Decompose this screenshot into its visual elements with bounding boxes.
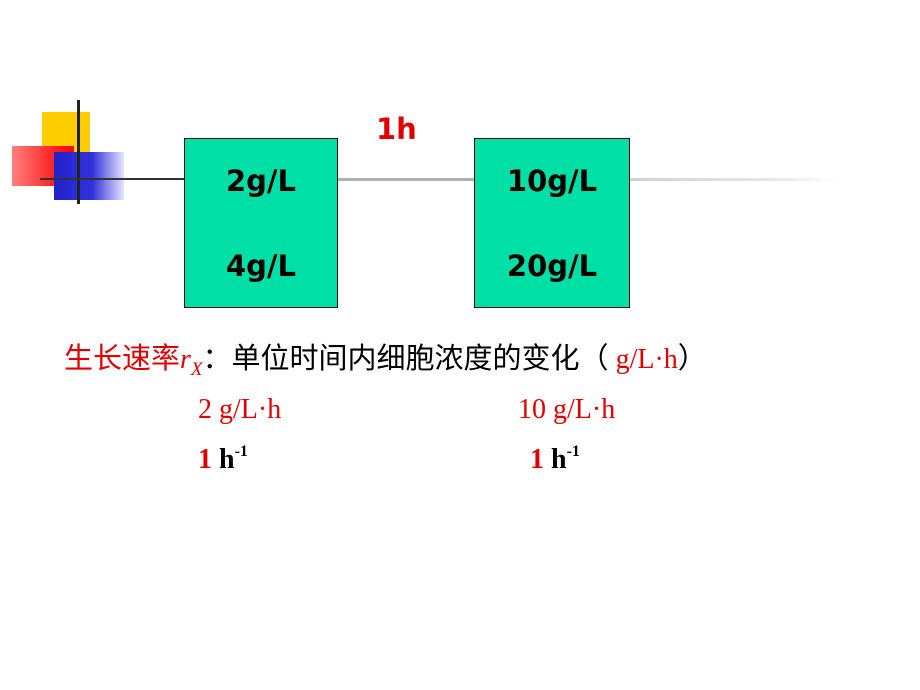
- definition-symbol: rX: [180, 344, 203, 380]
- decorative-fade-line: [628, 178, 838, 181]
- growth-rate-definition: 生长速率rX：单位时间内细胞浓度的变化（ g/L·h）: [64, 338, 707, 390]
- time-interval-label: 1h: [376, 112, 417, 146]
- specific-rate-left-unit: h: [219, 444, 235, 475]
- specific-rate-right-unit: h: [551, 444, 567, 475]
- specific-rate-left: 1 h-1: [198, 443, 248, 476]
- final-concentration-box: 10g/L 20g/L: [474, 138, 630, 308]
- growth-rate-right: 10 g/L·h: [518, 394, 616, 425]
- logo-horizontal-line: [40, 178, 186, 180]
- definition-unit: g/L·h: [608, 344, 678, 375]
- definition-close-paren: ）: [677, 341, 707, 375]
- definition-colon: ：: [202, 341, 232, 375]
- specific-rate-left-exponent: -1: [234, 443, 248, 460]
- definition-term: 生长速率: [64, 341, 181, 375]
- specific-rate-right: 1 h-1: [530, 443, 580, 476]
- left-box-top-value: 2g/L: [225, 164, 296, 198]
- specific-rate-right-exponent: -1: [566, 443, 580, 460]
- initial-concentration-box: 2g/L 4g/L: [184, 138, 338, 308]
- right-box-top-value: 10g/L: [506, 164, 598, 198]
- growth-rate-left: 2 g/L·h: [198, 394, 282, 425]
- right-box-bottom-value: 20g/L: [506, 249, 598, 283]
- left-box-bottom-value: 4g/L: [225, 249, 296, 283]
- specific-rate-left-value: 1: [198, 444, 212, 475]
- logo-blue-square: [54, 152, 124, 200]
- definition-description: 单位时间内细胞浓度的变化（: [231, 341, 609, 375]
- box-connector-line: [336, 178, 476, 181]
- specific-rate-right-value: 1: [530, 444, 544, 475]
- logo-vertical-line: [77, 100, 80, 204]
